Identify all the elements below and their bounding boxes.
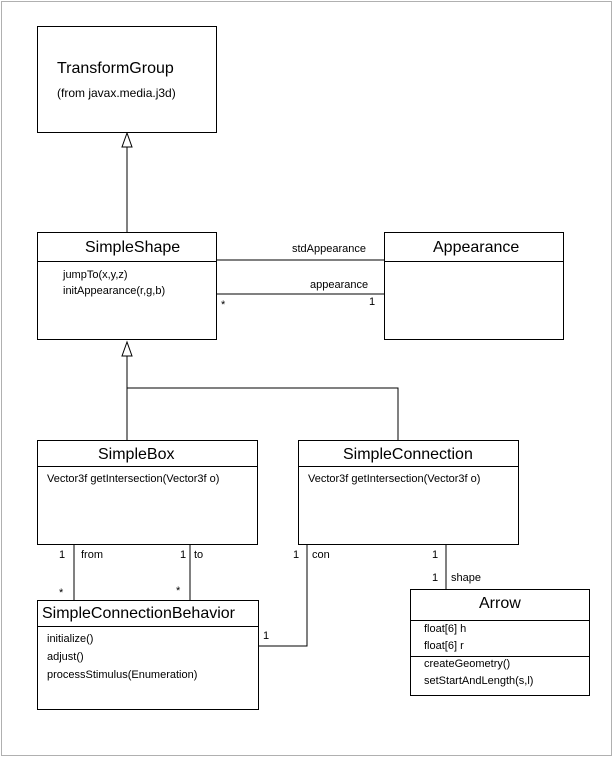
class-name-simpleconnection: SimpleConnection [343,446,473,463]
compartment-divider [385,261,563,262]
role-to: to [194,549,204,561]
class-name-simpleconnectionbehavior: SimpleConnectionBehavior [42,605,235,622]
class-name-transformgroup: TransformGroup [57,60,174,77]
class-appearance[interactable]: Appearance [384,232,564,340]
operation-initialize: initialize() [47,633,94,645]
class-name-simpleshape: SimpleShape [85,239,181,256]
multiplicity-con-behavior: 1 [263,630,270,642]
inheritance-arrowhead-simpleshape [121,340,133,357]
operation-initappearance: initAppearance(r,g,b) [63,285,166,297]
class-arrow[interactable]: Arrow float[6] h float[6] r createGeomet… [410,589,590,696]
operation-getintersection: Vector3f getIntersection(Vector3f o) [47,473,220,485]
operation-creategeometry: createGeometry() [424,658,511,670]
inheritance-arrowhead-transformgroup [121,131,133,148]
role-from: from [81,549,103,561]
multiplicity-to-behavior: * [176,585,181,597]
attribute-r: float[6] r [424,640,464,652]
attribute-h: float[6] h [424,623,467,635]
operation-adjust: adjust() [47,651,84,663]
class-transformgroup[interactable]: TransformGroup (from javax.media.j3d) [37,26,217,133]
class-simplebox[interactable]: SimpleBox Vector3f getIntersection(Vecto… [37,440,258,545]
compartment-divider [411,620,589,621]
compartment-divider [38,626,258,627]
multiplicity-appearance-source: * [221,299,226,311]
multiplicity-from-box: 1 [59,549,66,561]
operation-getintersection: Vector3f getIntersection(Vector3f o) [308,473,481,485]
multiplicity-shape-arrow: 1 [432,572,439,584]
class-name-arrow: Arrow [479,595,521,612]
operation-jumpto: jumpTo(x,y,z) [63,269,128,281]
role-shape: shape [451,572,481,584]
compartment-divider [299,466,518,467]
multiplicity-shape-connection: 1 [432,549,439,561]
generalization-simpleconnection-to-shape [127,387,399,440]
class-simpleconnectionbehavior[interactable]: SimpleConnectionBehavior initialize() ad… [37,600,259,710]
role-appearance: appearance [310,279,369,291]
compartment-divider [411,656,589,657]
operation-setstartandlength: setStartAndLength(s,l) [424,675,534,687]
association-con [259,545,308,647]
operation-processstimulus: processStimulus(Enumeration) [47,669,198,681]
compartment-divider [38,466,257,467]
class-package-transformgroup: (from javax.media.j3d) [57,86,176,100]
compartment-divider [38,261,216,262]
multiplicity-con-connection: 1 [293,549,300,561]
role-stdappearance: stdAppearance [292,243,366,255]
class-simpleshape[interactable]: SimpleShape jumpTo(x,y,z) initAppearance… [37,232,217,340]
class-name-simplebox: SimpleBox [98,446,175,463]
class-name-appearance: Appearance [433,239,520,256]
multiplicity-from-behavior: * [59,587,64,599]
multiplicity-to-box: 1 [180,549,187,561]
class-simpleconnection[interactable]: SimpleConnection Vector3f getIntersectio… [298,440,519,545]
role-con: con [312,549,330,561]
multiplicity-appearance-target: 1 [369,296,376,308]
